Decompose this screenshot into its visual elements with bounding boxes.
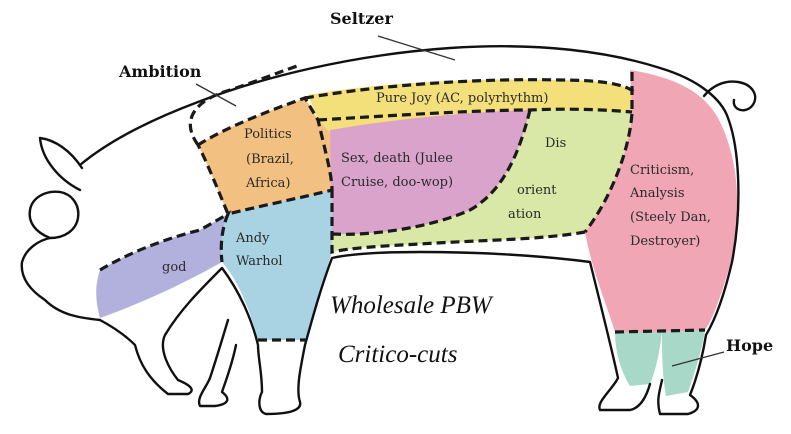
criticism-label-1: Criticism,: [630, 163, 694, 178]
ambition-label: Ambition: [118, 62, 202, 81]
hope-label: Hope: [726, 336, 773, 355]
pure-joy-label: Pure Joy (AC, polyrhythm): [376, 91, 548, 106]
pig-ear-outline: [40, 138, 82, 190]
region-hope-rear: [615, 332, 662, 386]
andy-warhol-label-1: Andy: [235, 231, 270, 246]
politics-label-3: Africa): [245, 176, 290, 191]
politics-label-2: (Brazil,: [246, 152, 294, 167]
title-line-2: Critico-cuts: [338, 341, 457, 368]
disorientation-label-1: Dis: [545, 136, 566, 151]
andy-warhol-label-2: Warhol: [236, 254, 283, 269]
pig-snout-outline: [30, 192, 79, 238]
sex-death-label-1: Sex, death (Julee: [341, 151, 453, 166]
seltzer-label: Seltzer: [330, 9, 393, 28]
god-label: god: [162, 260, 186, 275]
pig-inner-leg-outline: [199, 320, 236, 406]
title-line-1: Wholesale PBW: [330, 292, 494, 319]
disorientation-label-3: ation: [508, 207, 542, 222]
sex-death-label-2: Cruise, doo-wop): [341, 175, 453, 190]
disorientation-label-2: orient: [517, 183, 557, 198]
politics-label-1: Politics: [244, 127, 292, 142]
criticism-label-3: (Steely Dan,: [630, 210, 711, 225]
criticism-label-2: Analysis: [629, 186, 685, 201]
criticism-label-4: Destroyer): [630, 234, 700, 249]
